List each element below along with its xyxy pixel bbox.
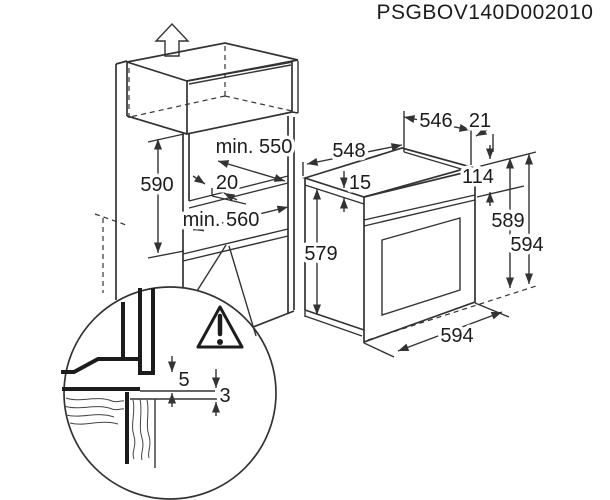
dim-top-depth: min. 550 xyxy=(216,136,293,158)
dim-niche-height: 590 xyxy=(140,174,173,196)
dim-oven-top-depth: 548 xyxy=(332,140,365,162)
direction-up-arrow-icon xyxy=(154,22,190,57)
wood-grain-vertical xyxy=(132,398,151,461)
dim-oven-body-depth: 546 xyxy=(419,110,452,132)
dim-detail-lower-gap: 3 xyxy=(219,385,230,407)
dim-oven-total-height: 594 xyxy=(510,234,543,256)
dim-oven-panel-height: 114 xyxy=(462,166,494,188)
dim-oven-rear-gap: 21 xyxy=(469,110,491,132)
drawing-code: PSGBOV140D002010 xyxy=(377,1,594,24)
dim-shelf-thickness: 20 xyxy=(216,172,238,194)
detail-callout xyxy=(61,244,277,500)
wood-grain-horizontal xyxy=(63,397,125,425)
warning-icon xyxy=(196,305,244,349)
dim-detail-upper-gap: 5 xyxy=(178,369,189,391)
detail-circle xyxy=(63,286,277,500)
dim-bottom-depth: min. 560 xyxy=(183,209,260,231)
cabinet-drawing xyxy=(94,22,299,330)
oven-door-window xyxy=(381,217,461,316)
dim-oven-front-height: 589 xyxy=(491,210,524,232)
dim-oven-top-inset: 15 xyxy=(349,172,371,194)
callout-wedge xyxy=(196,244,257,337)
oven-drawing xyxy=(302,111,537,358)
dim-oven-total-width: 594 xyxy=(440,325,473,347)
dim-oven-side-height: 579 xyxy=(304,243,337,265)
